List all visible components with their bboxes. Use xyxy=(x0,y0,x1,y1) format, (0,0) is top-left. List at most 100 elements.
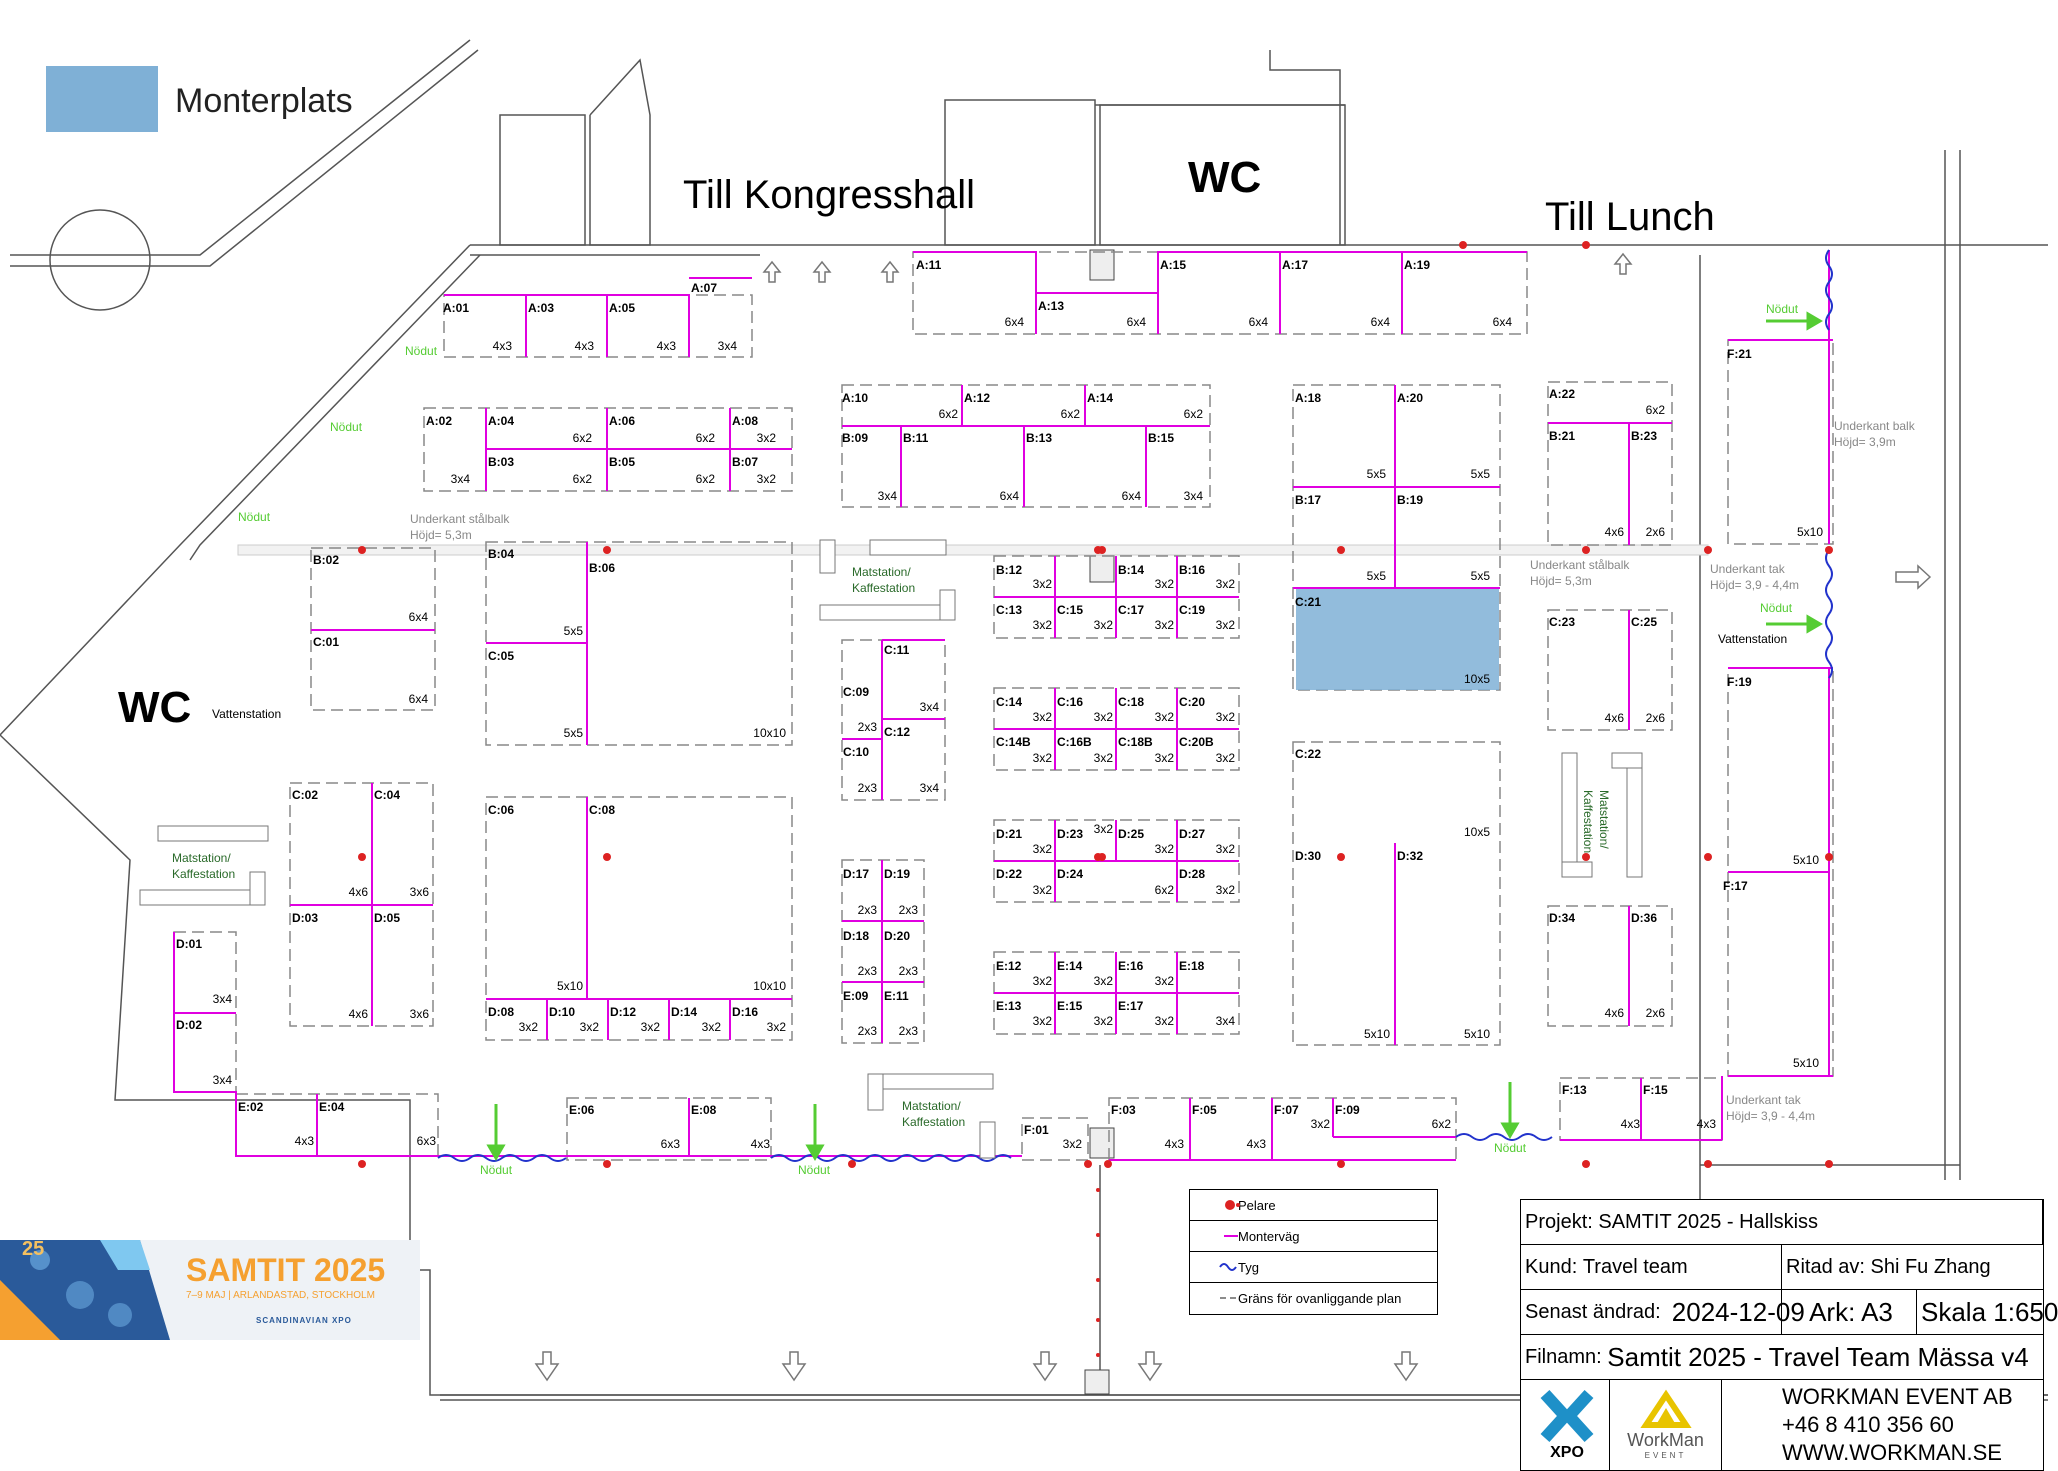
booth-id[interactable]: C:09 xyxy=(843,685,869,699)
booth-id[interactable]: F:15 xyxy=(1643,1083,1668,1097)
booth-id[interactable]: B:11 xyxy=(903,431,929,445)
booth-id[interactable]: F:07 xyxy=(1274,1103,1299,1117)
booth-id[interactable]: A:11 xyxy=(916,258,942,272)
booth-id[interactable]: C:19 xyxy=(1179,603,1205,617)
booth-id[interactable]: D:32 xyxy=(1397,849,1423,863)
booth-id[interactable]: D:12 xyxy=(610,1005,636,1019)
booth-id[interactable]: E:08 xyxy=(691,1103,717,1117)
booth-id[interactable]: B:12 xyxy=(996,563,1022,577)
booth-id[interactable]: D:20 xyxy=(884,929,910,943)
booth-id[interactable]: C:18 xyxy=(1118,695,1144,709)
booth-id[interactable]: F:05 xyxy=(1192,1103,1217,1117)
booth-id[interactable]: C:14B xyxy=(996,735,1031,749)
booth-id[interactable]: F:13 xyxy=(1562,1083,1587,1097)
booth-id[interactable]: C:16B xyxy=(1057,735,1092,749)
booth-id[interactable]: A:03 xyxy=(528,301,554,315)
booth-id[interactable]: C:10 xyxy=(843,745,869,759)
booth-id[interactable]: C:06 xyxy=(488,803,514,817)
booth-id[interactable]: F:01 xyxy=(1024,1123,1049,1137)
booth-id[interactable]: C:14 xyxy=(996,695,1022,709)
booth-id[interactable]: B:13 xyxy=(1026,431,1052,445)
booth-id[interactable]: A:22 xyxy=(1549,387,1575,401)
booth-id[interactable]: E:09 xyxy=(843,989,869,1003)
booth-id[interactable]: E:06 xyxy=(569,1103,595,1117)
booth-id[interactable]: C:20 xyxy=(1179,695,1205,709)
booth-id[interactable]: F:21 xyxy=(1727,347,1752,361)
booth-id[interactable]: D:22 xyxy=(996,867,1022,881)
booth-id[interactable]: A:01 xyxy=(443,301,469,315)
booth-id[interactable]: E:11 xyxy=(884,989,909,1003)
booth-id[interactable]: D:28 xyxy=(1179,867,1205,881)
booth-id[interactable]: E:17 xyxy=(1118,999,1144,1013)
booth-id[interactable]: F:09 xyxy=(1335,1103,1360,1117)
booth-id[interactable]: A:17 xyxy=(1282,258,1308,272)
booth-id[interactable]: A:07 xyxy=(691,281,717,295)
booth-id[interactable]: F:17 xyxy=(1723,879,1748,893)
booth-id[interactable]: B:21 xyxy=(1549,429,1575,443)
booth-id[interactable]: B:03 xyxy=(488,455,514,469)
booth-id[interactable]: A:19 xyxy=(1404,258,1430,272)
company-web[interactable]: WWW.WORKMAN.SE xyxy=(1782,1440,2002,1465)
booth-id[interactable]: D:10 xyxy=(549,1005,575,1019)
booth-id[interactable]: C:05 xyxy=(488,649,514,663)
booth-id[interactable]: F:03 xyxy=(1111,1103,1136,1117)
booth-id[interactable]: E:13 xyxy=(996,999,1022,1013)
booth-id[interactable]: A:13 xyxy=(1038,299,1064,313)
booth-id[interactable]: B:19 xyxy=(1397,493,1423,507)
booth-id[interactable]: C:17 xyxy=(1118,603,1144,617)
booth-id[interactable]: D:18 xyxy=(843,929,869,943)
booth-id[interactable]: E:18 xyxy=(1179,959,1205,973)
booth-id[interactable]: B:05 xyxy=(609,455,635,469)
booth-id[interactable]: F:19 xyxy=(1727,675,1752,689)
booth-id[interactable]: D:25 xyxy=(1118,827,1144,841)
booth-id[interactable]: C:15 xyxy=(1057,603,1083,617)
booth-id[interactable]: D:24 xyxy=(1057,867,1083,881)
booth-id[interactable]: C:16 xyxy=(1057,695,1083,709)
booth-id[interactable]: D:34 xyxy=(1549,911,1575,925)
booth-id[interactable]: A:02 xyxy=(426,414,452,428)
booth-id[interactable]: E:12 xyxy=(996,959,1022,973)
booth-id[interactable]: B:16 xyxy=(1179,563,1205,577)
booth-id[interactable]: D:08 xyxy=(488,1005,514,1019)
booth-id[interactable]: D:16 xyxy=(732,1005,758,1019)
booth-id[interactable]: C:01 xyxy=(313,635,339,649)
booth-id[interactable]: B:06 xyxy=(589,561,615,575)
booth-id[interactable]: C:02 xyxy=(292,788,318,802)
booth-id[interactable]: C:18B xyxy=(1118,735,1153,749)
booth-id[interactable]: D:21 xyxy=(996,827,1022,841)
booth-id[interactable]: C:04 xyxy=(374,788,400,802)
booth-id[interactable]: A:04 xyxy=(488,414,514,428)
booth-id[interactable]: E:02 xyxy=(238,1100,264,1114)
booth-id[interactable]: B:14 xyxy=(1118,563,1144,577)
booth-id[interactable]: B:04 xyxy=(488,547,514,561)
booth-id[interactable]: A:18 xyxy=(1295,391,1321,405)
booth-id[interactable]: D:36 xyxy=(1631,911,1657,925)
booth-id[interactable]: A:12 xyxy=(964,391,990,405)
booth-id[interactable]: C:20B xyxy=(1179,735,1214,749)
booth-id[interactable]: C:12 xyxy=(884,725,910,739)
booth-id[interactable]: C:23 xyxy=(1549,615,1575,629)
booth-id[interactable]: E:15 xyxy=(1057,999,1083,1013)
booth-id[interactable]: B:23 xyxy=(1631,429,1657,443)
booth-id[interactable]: B:09 xyxy=(842,431,868,445)
booth-id[interactable]: C:22 xyxy=(1295,747,1321,761)
booth-id[interactable]: B:02 xyxy=(313,553,339,567)
booth-id[interactable]: D:02 xyxy=(176,1018,202,1032)
booth-id[interactable]: D:14 xyxy=(671,1005,697,1019)
booth-id[interactable]: A:20 xyxy=(1397,391,1423,405)
booth-id[interactable]: A:05 xyxy=(609,301,635,315)
booth-id[interactable]: D:05 xyxy=(374,911,400,925)
booth-id[interactable]: C:11 xyxy=(884,643,910,657)
booth-id[interactable]: A:15 xyxy=(1160,258,1186,272)
booth-id[interactable]: D:23 xyxy=(1057,827,1083,841)
booth-id[interactable]: D:01 xyxy=(176,937,202,951)
booth-id[interactable]: D:03 xyxy=(292,911,318,925)
booth-id[interactable]: A:06 xyxy=(609,414,635,428)
booth-id[interactable]: D:17 xyxy=(843,867,869,881)
booth-id[interactable]: D:27 xyxy=(1179,827,1205,841)
booth-id[interactable]: D:30 xyxy=(1295,849,1321,863)
booth-id[interactable]: C:25 xyxy=(1631,615,1657,629)
booth-id[interactable]: B:17 xyxy=(1295,493,1321,507)
booth-id[interactable]: B:07 xyxy=(732,455,758,469)
booth-id[interactable]: A:10 xyxy=(842,391,868,405)
